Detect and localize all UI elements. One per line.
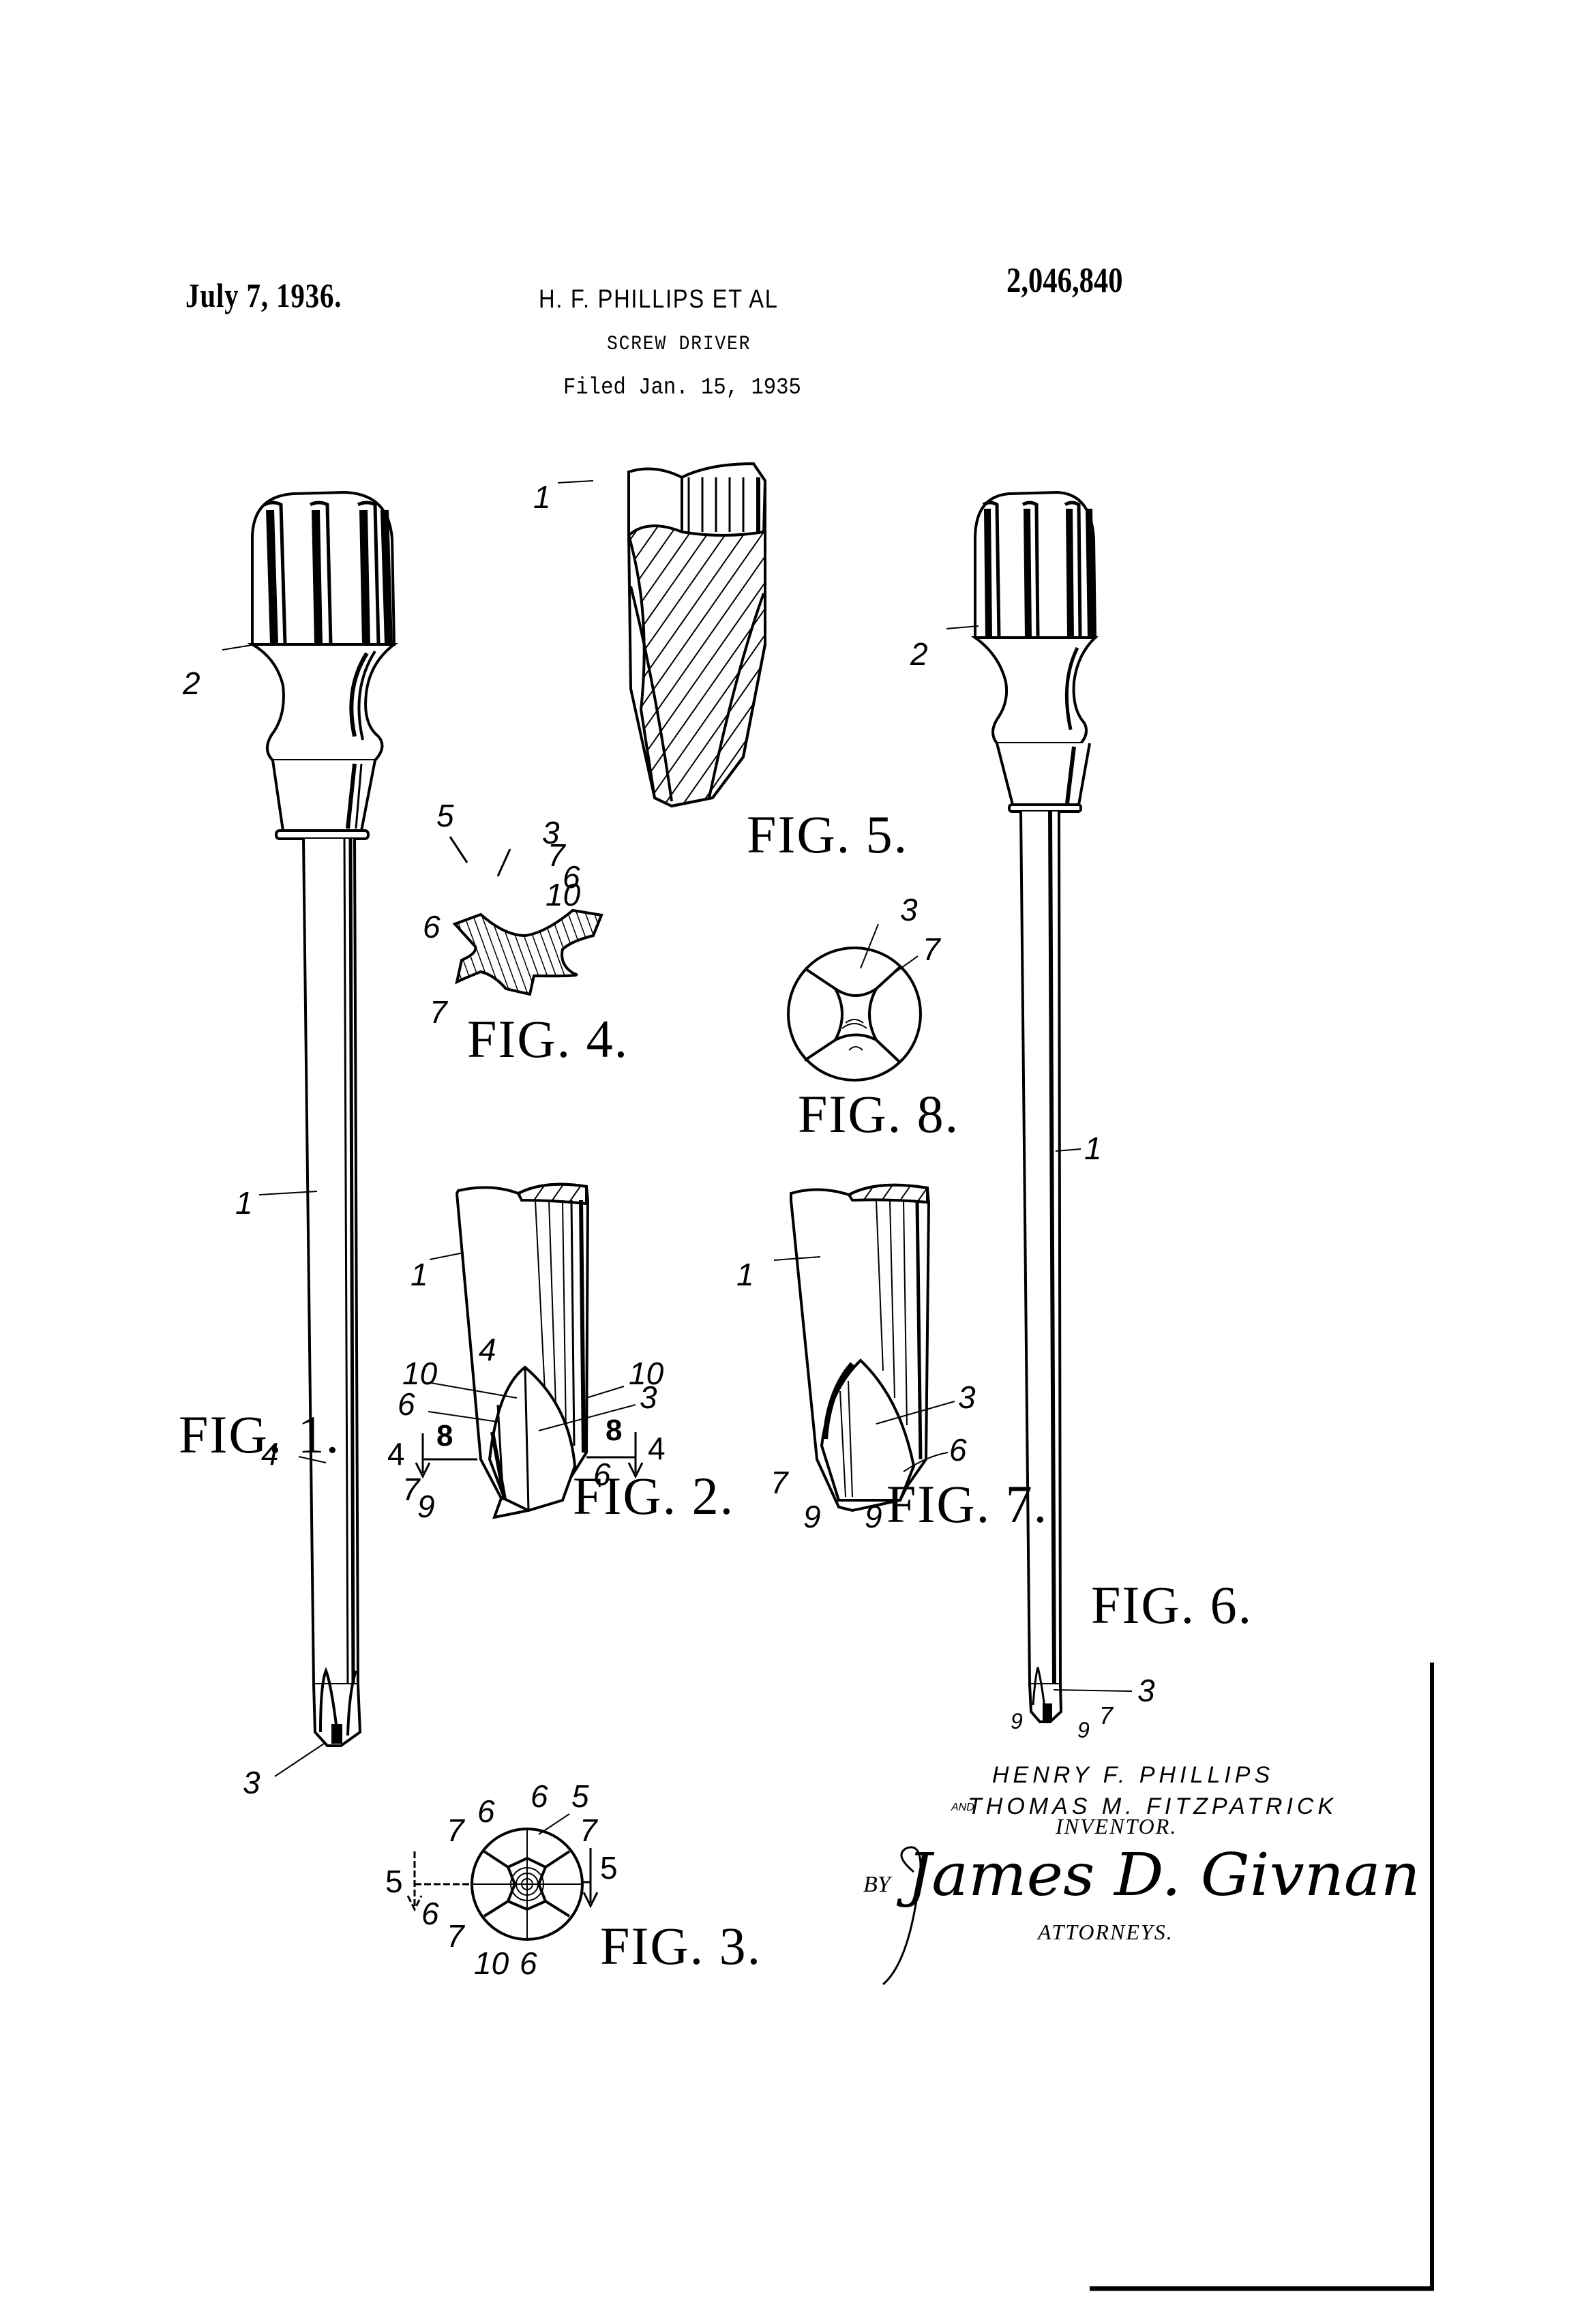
fig3-ref-rib: 10 <box>474 1946 509 1981</box>
fig2-ref-center: 3 <box>640 1380 657 1415</box>
fig1-label: FIG. 1. <box>179 1405 340 1464</box>
fig6-ref-point-right: 9 <box>1077 1718 1090 1742</box>
fig8-ref-center: 3 <box>900 892 918 927</box>
fig4-label: FIG. 4. <box>467 1009 629 1069</box>
fig2-ref-edge-right: 8 <box>606 1414 622 1447</box>
fig2-ref-point: 9 <box>417 1489 435 1524</box>
fig3-ref-section-right: 5 <box>600 1850 618 1886</box>
fig2-ref-flute-left: 6 <box>398 1386 415 1422</box>
fig2-ref-section-right: 4 <box>648 1431 666 1466</box>
inventor-1: HENRY F. PHILLIPS <box>992 1762 1274 1788</box>
fig2-ref-section-left: 4 <box>387 1436 405 1472</box>
figure-7 <box>790 1183 931 1513</box>
figure-1 <box>247 490 398 1747</box>
fig6-ref-tip: 3 <box>1137 1673 1155 1708</box>
patent-title: SCREW DRIVER <box>607 333 751 356</box>
filed-date: Filed Jan. 15, 1935 <box>563 375 801 401</box>
fig2-ref-edge-left: 8 <box>436 1419 453 1452</box>
fig5-label: FIG. 5. <box>747 805 908 864</box>
fig4-ref-arrow: 5 <box>436 798 454 833</box>
fig6-ref-handle: 2 <box>910 636 928 672</box>
figure-8 <box>787 947 922 1082</box>
fig8-ref-wing: 7 <box>923 932 941 967</box>
figure-3 <box>471 1828 584 1941</box>
fig3-ref-flute-top-right: 6 <box>531 1778 548 1814</box>
fig4-ref-center: 3 <box>542 815 560 850</box>
fig4-ref-flute-left: 6 <box>423 909 441 944</box>
fig1-ref-tip-edge: 4 <box>261 1436 279 1472</box>
fig3-ref-wing-top-right: 7 <box>580 1813 598 1848</box>
fig3-ref-wing-bottom-left: 7 <box>447 1918 465 1954</box>
fig3-ref-flute-bottom-left: 6 <box>421 1896 439 1931</box>
fig3-ref-wing-top-left: 7 <box>447 1813 465 1848</box>
fig2-ref-wing: 7 <box>402 1472 421 1507</box>
issue-date: July 7, 1936. <box>185 276 342 314</box>
fig4-ref-rib: 10 <box>546 877 581 912</box>
fig7-label: FIG. 7. <box>886 1474 1048 1534</box>
fig2-ref-rib-left: 10 <box>402 1356 438 1391</box>
fig6-ref-wing: 7 <box>1099 1701 1114 1729</box>
fig1-grip <box>247 643 398 762</box>
fig8-label: FIG. 8. <box>798 1084 959 1144</box>
figure-6 <box>970 490 1099 1723</box>
attorney-signature: James D. Givnan <box>907 1841 1420 1909</box>
fig3-ref-flute-bottom-right: 6 <box>520 1946 537 1981</box>
fig4-ref-wing-top: 7 <box>548 837 566 873</box>
fig3-ref-arrow: 5 <box>571 1778 589 1814</box>
fig2-label: FIG. 2. <box>573 1466 734 1525</box>
and-mark: AND <box>951 1802 974 1814</box>
fig7-ref-point-left: 9 <box>803 1499 821 1534</box>
fig2-ref-shank: 1 <box>411 1257 428 1292</box>
fig7-ref-tip: 3 <box>958 1380 976 1415</box>
inventors-block: HENRY F. PHILLIPS ANDTHOMAS M. FITZPATRI… <box>951 1759 1337 1822</box>
inventor-short-name: H. F. PHILLIPS ET AL <box>539 285 779 314</box>
fig4-ref-flute-right: 6 <box>563 859 580 895</box>
fig3-ref-section-left: 5 <box>385 1864 403 1899</box>
fig2-ref-apex: 4 <box>479 1332 496 1367</box>
patent-number: 2,046,840 <box>1006 261 1123 300</box>
figure-4 <box>452 908 603 996</box>
fig5-ref-shank: 1 <box>533 479 551 515</box>
attorney-role: ATTORNEYS. <box>1038 1920 1174 1944</box>
fig7-ref-point-right: 9 <box>865 1499 882 1534</box>
fig1-ref-handle: 2 <box>182 666 200 701</box>
fig4-ref-wing-bottom: 7 <box>430 994 448 1030</box>
figure-2 <box>455 1182 590 1519</box>
by-label: BY <box>863 1872 891 1897</box>
figure-5 <box>627 462 767 808</box>
fig3-label: FIG. 3. <box>600 1916 762 1976</box>
fig6-ref-point-left: 9 <box>1011 1709 1023 1733</box>
fig1-handle-flutes <box>263 501 393 645</box>
fig2-ref-rib-right: 10 <box>629 1356 664 1391</box>
fig6-label: FIG. 6. <box>1091 1575 1253 1635</box>
fig1-ref-tip: 3 <box>243 1765 260 1800</box>
fig7-ref-wing: 7 <box>771 1465 789 1500</box>
fig7-ref-flute: 6 <box>949 1432 967 1468</box>
fig6-ref-shank: 1 <box>1084 1131 1102 1166</box>
fig1-handle <box>251 490 396 646</box>
fig2-ref-flute-right: 6 <box>593 1457 611 1492</box>
inventor-role: INVENTOR. <box>1056 1814 1178 1838</box>
signature-flourish <box>882 1846 922 1986</box>
inventor-2-row: ANDTHOMAS M. FITZPATRICK <box>951 1791 1337 1822</box>
fig7-ref-shank: 1 <box>736 1257 754 1292</box>
fig3-ref-flute-top-left: 6 <box>477 1793 495 1829</box>
inventor-2: THOMAS M. FITZPATRICK <box>968 1793 1338 1819</box>
fig1-ref-shank: 1 <box>235 1185 253 1221</box>
